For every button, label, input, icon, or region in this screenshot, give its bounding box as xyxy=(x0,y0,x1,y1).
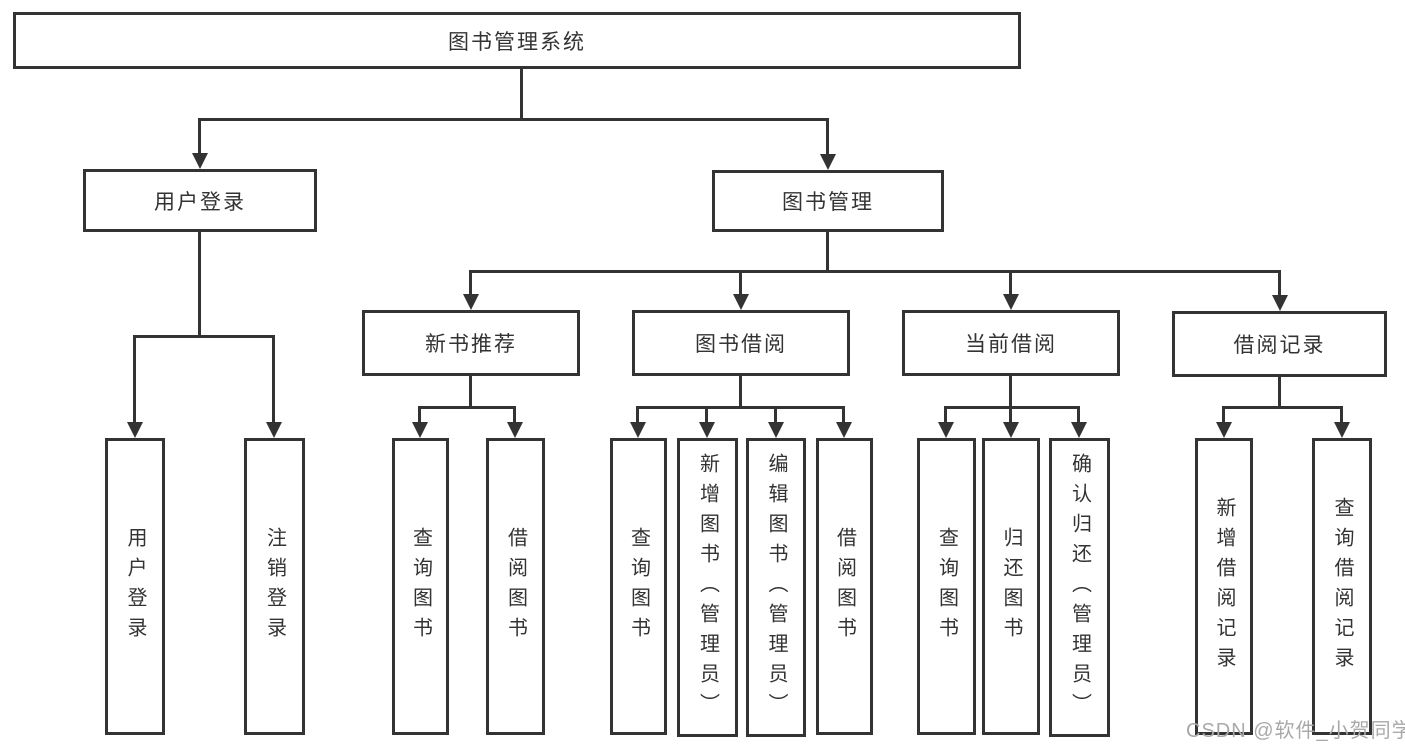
arrowhead xyxy=(699,422,715,438)
arrowhead xyxy=(412,422,428,438)
connector-recommend-trunk xyxy=(469,376,472,409)
arrowhead-current-borrow xyxy=(1003,294,1019,310)
node-book-management-system: 图书管理系统 xyxy=(13,12,1021,69)
connector-drop xyxy=(1077,406,1080,423)
connector-user-login-split xyxy=(133,335,275,338)
arrowhead xyxy=(507,422,523,438)
connector-drop xyxy=(1340,406,1343,423)
connector-borrow-trunk xyxy=(739,376,742,409)
connector-drop xyxy=(1009,406,1012,423)
leaf-label: 归还图书 xyxy=(1000,526,1022,647)
arrowhead xyxy=(1071,422,1087,438)
arrowhead xyxy=(630,422,646,438)
leaf-query-borrow-record: 查询借阅记录 xyxy=(1312,438,1372,735)
connector-drop xyxy=(513,406,516,423)
leaf-return-book: 归还图书 xyxy=(982,438,1040,735)
connector-records-split xyxy=(1222,406,1343,409)
arrowhead-leaf-logout xyxy=(266,422,282,438)
leaf-label: 用户登录 xyxy=(124,526,146,647)
arrowhead-new-book-recommend xyxy=(463,294,479,310)
leaf-edit-book-admin: 编辑图书（管理员） xyxy=(746,438,806,737)
leaf-query-books-current: 查询图书 xyxy=(917,438,976,735)
connector-book-management-trunk xyxy=(826,232,829,273)
connector-drop xyxy=(774,406,777,423)
leaf-label: 编辑图书（管理员） xyxy=(765,452,787,723)
node-book-management: 图书管理 xyxy=(712,170,944,232)
connector-user-login-trunk xyxy=(198,232,201,338)
connector-root-trunk xyxy=(520,68,523,121)
connector-drop-user-login xyxy=(198,118,201,154)
connector-drop-borrow-records xyxy=(1278,270,1281,295)
connector-drop-leaf-user-login xyxy=(133,335,136,423)
arrowhead-book-management xyxy=(820,154,836,170)
leaf-label: 借阅图书 xyxy=(833,526,856,647)
leaf-confirm-return-admin: 确认归还（管理员） xyxy=(1049,438,1110,737)
leaf-borrow-books-borrow: 借阅图书 xyxy=(816,438,873,735)
arrowhead-user-login xyxy=(192,153,208,169)
connector-drop xyxy=(1222,406,1225,423)
leaf-label: 查询借阅记录 xyxy=(1331,496,1353,677)
connector-records-trunk xyxy=(1278,377,1281,409)
leaf-query-books-borrow: 查询图书 xyxy=(610,438,667,735)
leaf-label: 借阅图书 xyxy=(504,526,527,647)
node-new-book-recommend: 新书推荐 xyxy=(362,310,580,376)
arrowhead xyxy=(1003,422,1019,438)
connector-drop xyxy=(418,406,421,423)
connector-borrow-split xyxy=(636,406,845,409)
connector-root-split xyxy=(198,118,829,121)
arrowhead xyxy=(938,422,954,438)
connector-book-management-split xyxy=(469,270,1281,273)
arrowhead xyxy=(1334,422,1350,438)
leaf-label: 查询图书 xyxy=(935,526,958,647)
leaf-label: 查询图书 xyxy=(627,526,650,647)
connector-drop xyxy=(636,406,639,423)
leaf-label: 查询图书 xyxy=(409,526,432,647)
node-book-borrow: 图书借阅 xyxy=(632,310,850,376)
leaf-user-login: 用户登录 xyxy=(105,438,165,735)
connector-drop-leaf-logout xyxy=(272,335,275,423)
leaf-label: 注销登录 xyxy=(263,526,286,647)
leaf-add-borrow-record: 新增借阅记录 xyxy=(1195,438,1253,735)
arrowhead-book-borrow xyxy=(733,294,749,310)
leaf-query-books-recommend: 查询图书 xyxy=(392,438,449,735)
node-borrow-records: 借阅记录 xyxy=(1172,311,1387,377)
leaf-logout: 注销登录 xyxy=(244,438,305,735)
leaf-label: 新增图书（管理员） xyxy=(696,452,719,723)
leaf-label: 确认归还（管理员） xyxy=(1068,452,1091,723)
connector-recommend-split xyxy=(418,406,516,409)
connector-drop-current-borrow xyxy=(1009,270,1012,295)
leaf-borrow-books-recommend: 借阅图书 xyxy=(486,438,545,735)
csdn-watermark: CSDN @软件_小贺同学 xyxy=(1186,720,1405,742)
leaf-add-book-admin: 新增图书（管理员） xyxy=(677,438,738,737)
node-user-login: 用户登录 xyxy=(83,169,317,232)
connector-current-split xyxy=(944,406,1080,409)
arrowhead xyxy=(768,422,784,438)
connector-drop xyxy=(842,406,845,423)
arrowhead-borrow-records xyxy=(1272,295,1288,311)
arrowhead xyxy=(1216,422,1232,438)
leaf-label: 新增借阅记录 xyxy=(1213,496,1235,677)
connector-drop-book-borrow xyxy=(739,270,742,295)
connector-drop-book-management xyxy=(826,118,829,155)
arrowhead xyxy=(836,422,852,438)
connector-drop-new-book-recommend xyxy=(469,270,472,295)
connector-drop xyxy=(705,406,708,423)
connector-drop xyxy=(944,406,947,423)
node-current-borrow: 当前借阅 xyxy=(902,310,1120,376)
arrowhead-leaf-user-login xyxy=(127,422,143,438)
connector-current-trunk xyxy=(1009,376,1012,409)
